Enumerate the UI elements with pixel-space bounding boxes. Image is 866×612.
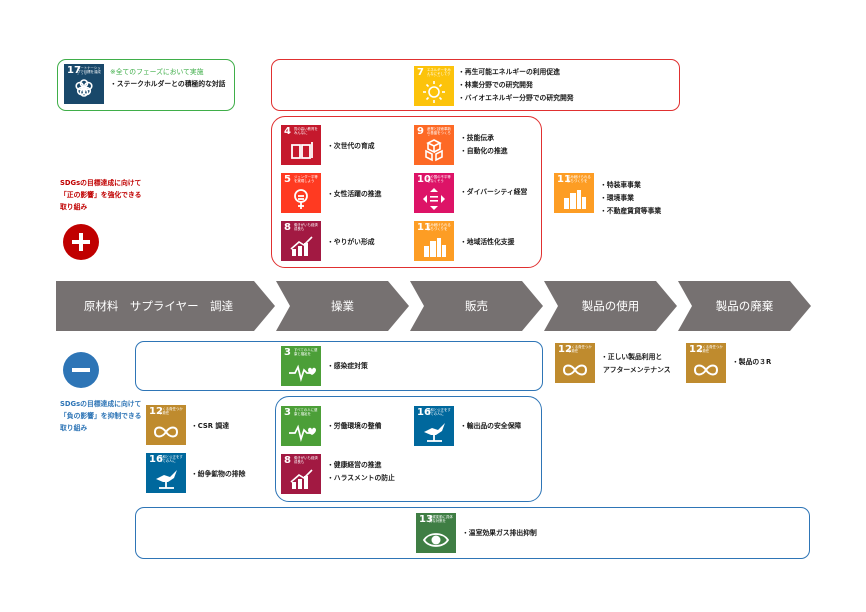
positive-line-3: 取り組み	[60, 203, 88, 211]
conflict-minerals-label: ・紛争鉱物の排除	[191, 470, 246, 478]
negative-line-3: 取り組み	[60, 424, 88, 432]
energy-item-1: ・再生可能エネルギーの利用促進	[458, 68, 560, 76]
negative-line-2: 「負の影響」を抑制できる	[60, 412, 142, 420]
negative-line-1: SDGsの目標達成に向けて	[60, 400, 142, 408]
all-phases-box	[57, 59, 235, 111]
climate-box	[135, 507, 810, 559]
stage-product-use: 製品の使用	[544, 281, 677, 331]
special-vehicle-label: ・特装車事業	[600, 181, 641, 189]
harassment-prevention-label: ・ハラスメントの防止	[327, 474, 395, 482]
csr-procurement-label: ・CSR 調達	[191, 422, 230, 430]
motivation-label: ・やりがい形成	[327, 238, 375, 246]
negative-side-label: SDGsの目標達成に向けて 「負の影響」を抑制できる 取り組み	[60, 398, 141, 434]
real-estate-label: ・不動産賃貸等事業	[600, 207, 662, 215]
stage-procurement: 原材料 サプライヤー 調達	[56, 281, 275, 331]
stage-disposal-label: 製品の廃棄	[715, 299, 774, 313]
next-generation-label: ・次世代の育成	[327, 142, 375, 150]
stage-sales-label: 販売	[465, 299, 488, 313]
operations-negative-box	[275, 396, 542, 502]
health-management-label: ・健康経営の推進	[327, 461, 382, 469]
environment-business-label: ・環境事業	[600, 194, 634, 202]
positive-line-2: 「正の影響」を強化できる	[60, 191, 142, 199]
positive-line-1: SDGsの目標達成に向けて	[60, 179, 142, 187]
sdg-9-icon: 9産業と技術革新の基盤をつくろう	[414, 125, 454, 165]
sdg-7-icon: 7エネルギーをみんなにそしてクリーンに	[414, 66, 454, 106]
regional-support-label: ・地域活性化支援	[460, 238, 515, 246]
stage-operations-label: 操業	[331, 299, 354, 313]
stage-product-use-label: 製品の使用	[581, 299, 640, 313]
automation-label: ・自動化の推進	[460, 147, 508, 155]
skill-transfer-label: ・技能伝承	[460, 134, 494, 142]
women-activity-label: ・女性活躍の推進	[327, 190, 382, 198]
proper-use-label: ・正しい製品利用と	[601, 353, 663, 361]
positive-side-label: SDGsの目標達成に向けて 「正の影響」を強化できる 取り組み	[60, 177, 141, 213]
all-phases-note: ※全てのフェーズにおいて実施	[110, 68, 204, 76]
stage-procurement-label: 原材料 サプライヤー 調達	[83, 299, 234, 313]
infection-control-label: ・感染症対策	[327, 362, 368, 370]
operations-positive-box	[271, 116, 542, 268]
ghg-reduction-label: ・温室効果ガス排出抑制	[462, 529, 537, 537]
plus-icon	[63, 224, 99, 260]
work-environment-label: ・労働環境の整備	[327, 422, 382, 430]
minus-icon	[63, 352, 99, 388]
infection-box	[135, 341, 543, 391]
energy-box	[271, 59, 680, 111]
sdg-17-icon: 17パートナーシップで目標を達成しよう	[64, 64, 104, 104]
stakeholder-dialogue: ・ステークホルダーとの積極的な対話	[110, 80, 226, 88]
stage-operations: 操業	[276, 281, 409, 331]
diversity-label: ・ダイバーシティ経営	[460, 188, 528, 196]
product-3r-label: ・製品の３R	[732, 358, 772, 366]
energy-item-3: ・バイオエネルギー分野での研究開発	[458, 94, 574, 102]
energy-item-2: ・林業分野での研究開発	[458, 81, 533, 89]
stage-disposal: 製品の廃棄	[678, 281, 811, 331]
stage-sales: 販売	[410, 281, 543, 331]
after-maintenance-label: アフターメンテナンス	[603, 366, 671, 374]
export-security-label: ・輸出品の安全保障	[460, 422, 522, 430]
